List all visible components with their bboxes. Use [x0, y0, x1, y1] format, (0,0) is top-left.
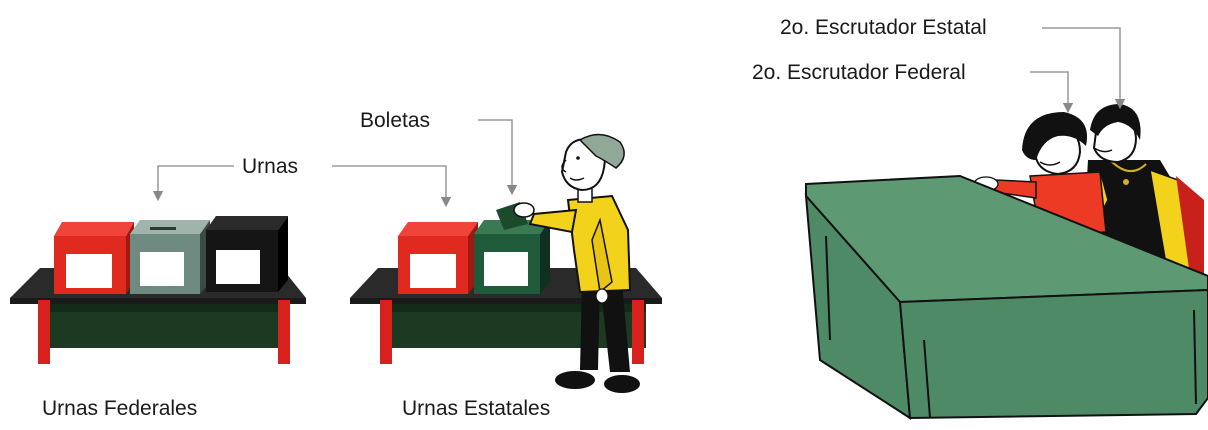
ballot-box-icon — [54, 222, 134, 294]
scrutineers-group — [804, 104, 1208, 420]
boletas-leader-line — [478, 119, 518, 196]
ballot-box-icon — [398, 222, 478, 294]
federal-urns-group — [10, 216, 306, 364]
state-urns-group — [350, 133, 662, 393]
urnas-estatales-label: Urnas Estatales — [402, 397, 551, 420]
boletas-label: Boletas — [360, 109, 431, 132]
ballot-box-icon — [130, 220, 210, 294]
tablecloth-table-icon — [804, 174, 1208, 420]
scrutineer-figure-icon — [973, 112, 1107, 237]
escrutador-leader-lines — [1030, 27, 1126, 114]
voter-figure-icon — [513, 133, 640, 393]
urnas-label: Urnas — [242, 155, 299, 178]
escrutador-federal-label: 2o. Escrutador Federal — [752, 61, 966, 84]
escrutador-estatal-label: 2o. Escrutador Estatal — [780, 16, 987, 39]
ballot-box-icon — [206, 216, 288, 292]
urnas-federales-label: Urnas Federales — [42, 397, 198, 420]
urnas-leader-lines — [152, 165, 452, 208]
